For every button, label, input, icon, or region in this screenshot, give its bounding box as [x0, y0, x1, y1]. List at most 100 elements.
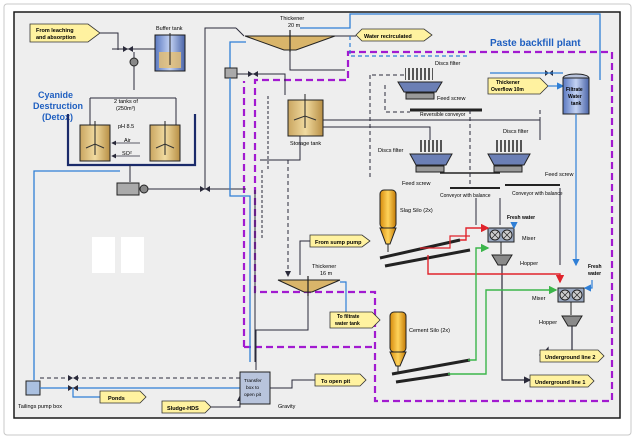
hopper-2	[561, 315, 583, 327]
ponds-tag: Ponds	[99, 390, 147, 404]
thickener20-label-1: Thickener	[280, 16, 304, 22]
detox-title-3: (Detox)	[42, 112, 73, 122]
transfer-box-label-2: box to	[246, 385, 259, 391]
tailings-pump-box	[25, 380, 41, 396]
detox-tank-2	[149, 121, 181, 162]
so2-label: SO²	[122, 151, 132, 157]
sump-pipe	[299, 240, 310, 275]
to-ponds-pipe	[72, 388, 100, 398]
buffer-tank	[154, 33, 186, 72]
thickener16-underflow	[255, 296, 309, 370]
fresh-water-2-label-1: Fresh	[588, 264, 602, 270]
valve-icon	[68, 375, 78, 381]
cement-screw-conveyor-2	[395, 372, 451, 384]
to-open-pit-tag: To open pit	[314, 373, 367, 387]
filtrate-tank-label-3: tank	[571, 101, 582, 107]
hopper-1	[491, 254, 513, 266]
from-leaching-tag: From leaching and absorption	[29, 23, 101, 43]
thickener-20m	[244, 30, 336, 52]
sludge-hds-tag: Sludge-HDS	[161, 400, 212, 414]
mixer-1	[487, 227, 515, 243]
tailings-pump-box-label: Tailings pump box	[18, 404, 62, 410]
cement-to-mixer1-green	[468, 243, 490, 361]
conveyor-to-mixer1	[475, 198, 501, 225]
discs-filter-top	[397, 68, 443, 100]
svg-text:water tank: water tank	[334, 321, 360, 327]
ph-label: pH 8.5	[118, 124, 134, 130]
thickener20-label-2: 20 m	[288, 23, 301, 29]
transfer-to-open-pit	[270, 379, 315, 389]
hopper-1-label: Hopper	[520, 261, 538, 267]
detox-tank-1	[79, 121, 111, 162]
conveyor-dashed	[469, 110, 541, 188]
conveyor-balance-left-label: Conveyor with balance	[440, 193, 491, 199]
thickener16-label-1: Thickener	[312, 264, 336, 270]
transfer-box-label-1: Transfer	[244, 378, 262, 384]
slag-silo-label: Slag Silo (2x)	[400, 208, 433, 214]
thickener-inlet	[235, 27, 245, 37]
storage-tank	[287, 94, 324, 137]
pump-icon	[224, 67, 238, 79]
svg-text:and absorption: and absorption	[36, 35, 76, 41]
valve-icon	[248, 71, 258, 77]
svg-text:To filtrate: To filtrate	[337, 314, 360, 320]
paste-backfill-title: Paste backfill plant	[490, 38, 581, 49]
filtrate-tank-label-2: Water	[568, 94, 582, 100]
air-label: Air	[124, 138, 131, 144]
hopper-2-label: Hopper	[539, 320, 557, 326]
transfer-box-label-3: open pit	[244, 392, 262, 398]
tank-note-2: (250m³)	[116, 106, 135, 112]
slag-silo	[379, 189, 397, 245]
hopper1-to-underground1	[501, 265, 532, 384]
detox-feed-pipes	[89, 98, 177, 125]
feed-screw-left-label: Feed screw	[402, 181, 430, 187]
slag-screw-conveyor	[379, 238, 461, 260]
blank-panel	[121, 237, 144, 273]
svg-text:Thickener: Thickener	[496, 80, 520, 86]
slag-to-mixer2-red	[427, 255, 565, 284]
fresh-water-2-label-2: water	[587, 271, 601, 277]
discs-filter-left-label: Discs filter	[378, 148, 404, 154]
cement-silo-label: Cement Silo (2x)	[409, 328, 450, 334]
thickener-feed-pipe	[204, 27, 236, 189]
svg-text:To open pit: To open pit	[321, 379, 350, 385]
mixer-1-label: Mixer	[522, 236, 536, 242]
feed-screw-right-label: Feed screw	[545, 172, 573, 178]
feed-screw-label: Feed screw	[437, 96, 465, 102]
svg-text:Sludge-HDS: Sludge-HDS	[167, 406, 199, 412]
cement-screw-conveyor	[391, 358, 471, 376]
pump-icon	[116, 182, 149, 196]
cement-silo	[389, 311, 407, 367]
pump-icon	[129, 57, 139, 67]
storage-outlet	[260, 136, 301, 161]
mixer-2	[557, 287, 585, 303]
gravity-label: Gravity	[278, 404, 296, 410]
blank-panel	[92, 237, 115, 273]
storage-tank-label: Storage tank	[290, 141, 321, 147]
svg-text:From leaching: From leaching	[36, 28, 74, 34]
svg-text:Water recirculated: Water recirculated	[364, 34, 412, 40]
svg-text:Ponds: Ponds	[108, 396, 125, 402]
svg-text:Overflow 10m: Overflow 10m	[491, 87, 524, 93]
filtrate-water-tank	[562, 73, 590, 115]
water-recirculated-tag: Water recirculated	[355, 28, 433, 42]
discs-filter-right-label: Discs filter	[503, 129, 529, 135]
to-filtrate-tank-tag: To filtrate water tank	[329, 311, 381, 329]
discs-filter-left	[409, 140, 453, 173]
underground-line-2-tag: Underground line 2	[539, 349, 605, 363]
tank-note-1: 2 tanks of	[114, 99, 138, 105]
svg-text:Underground line 2: Underground line 2	[545, 355, 595, 361]
detox-to-tailings-pipe	[33, 170, 120, 380]
slag-to-mixer1-red	[460, 223, 490, 241]
thickener-16m	[277, 276, 341, 296]
detox-title-1: Cyanide	[38, 90, 73, 100]
storage-to-discs-2	[323, 126, 431, 140]
water-recirc-dashed	[349, 36, 470, 57]
leaching-feed-pipe	[100, 32, 119, 50]
thickener-underflow	[289, 52, 345, 71]
svg-text:From sump pump: From sump pump	[315, 240, 362, 246]
fresh-water-1-label: Fresh water	[507, 215, 535, 221]
mixer-2-label: Mixer	[532, 296, 546, 302]
